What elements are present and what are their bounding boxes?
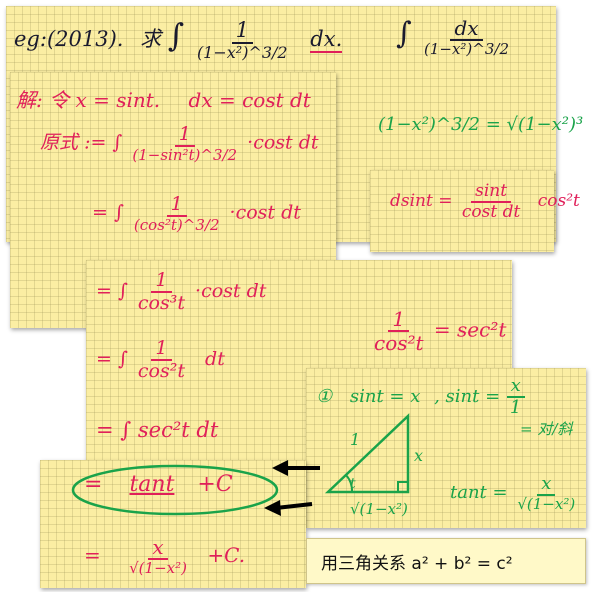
top-right-fraction: dx (1−x²)^3/2 [420, 17, 513, 58]
ratio-note: = 对/斜 [520, 420, 573, 438]
eq4-fraction: 1 cos²t [134, 338, 189, 382]
caption-text: 用三角关系 a² + b² = c² [321, 553, 513, 574]
eq1-num: 1 [174, 124, 195, 147]
note-triangle: ① sint = x , sint = x 1 1 x t √(1−x²) = … [306, 368, 586, 528]
equation-6: = tant +C [84, 472, 233, 497]
equation-2: = ∫ 1 (cos²t)^3/2 ·cost dt [92, 194, 301, 233]
integral-sign: ∫ [396, 16, 412, 51]
equation-4: = ∫ 1 cos²t dt [96, 338, 225, 382]
sec-identity: 1 cos²t = sec²t [370, 308, 506, 354]
example-dx: dx. [310, 27, 343, 53]
tan-lead: tant = [450, 482, 508, 504]
eq1-fraction: 1 (1−sin²t)^3/2 [128, 124, 241, 163]
sec-rhs: = sec²t [433, 317, 507, 342]
note-dsint: dsint = sint cost dt cos²t [370, 170, 580, 252]
eq7-lead: = [84, 542, 101, 567]
eq2-fraction: 1 (cos²t)^3/2 [130, 194, 224, 233]
triangle-header: ① sint = x , sint = x 1 [316, 376, 525, 418]
sint-fraction: x 1 [506, 376, 525, 418]
eq3-num: 1 [151, 270, 172, 293]
angle-label: t [350, 476, 356, 492]
dsint-fraction: sint cost dt [458, 182, 524, 221]
dsint-num: sint [471, 182, 512, 203]
tan-fraction: x √(1−x²) [513, 474, 579, 512]
tan-line: tant = x √(1−x²) [450, 474, 579, 512]
dsint-tail: cos²t [537, 191, 580, 212]
eq3-lead: = ∫ [96, 279, 128, 302]
eq2-lead: = ∫ [92, 201, 124, 224]
note-result: = tant +C = x √(1−x²) +C. [40, 460, 306, 588]
substitution-line: 解: 令 x = sint. dx = cost dt [16, 84, 311, 113]
example-num: 1 [231, 19, 253, 45]
eq7-den: √(1−x²) [129, 559, 187, 577]
top-right-num: dx [450, 17, 483, 42]
eq7-fraction: x √(1−x²) [125, 536, 191, 577]
sec-fraction: 1 cos²t [370, 308, 428, 354]
eq2-tail: ·cost dt [229, 201, 301, 224]
dsint-line: dsint = sint cost dt cos²t [390, 182, 580, 221]
side-hyp-label: 1 [350, 430, 361, 449]
arrow-left-lower [264, 500, 313, 516]
eq4-tail: dt [205, 347, 225, 370]
arrow-left-upper [272, 460, 320, 476]
caption-box: 用三角关系 a² + b² = c² [306, 538, 586, 584]
eq6-main: tant [129, 472, 175, 497]
example-den: (1−x²)^3/2 [196, 43, 288, 63]
sec-den: cos²t [374, 331, 424, 355]
equation-7: = x √(1−x²) +C. [84, 536, 245, 577]
dsint-lead: dsint = [390, 191, 453, 212]
right-triangle [324, 413, 410, 494]
equation-5: = ∫ sec²t dt [96, 418, 219, 442]
top-right-integral: ∫ dx (1−x²)^3/2 [396, 16, 513, 58]
eq3-den: cos³t [137, 291, 185, 314]
identity-line: (1−x²)^3/2 = √(1−x²)³ [378, 114, 583, 135]
eq3-fraction: 1 cos³t [134, 270, 189, 314]
top-right-den: (1−x²)^3/2 [424, 40, 509, 59]
identity-left: (1−x²)^3/2 = [378, 114, 501, 135]
eq4-den: cos²t [137, 359, 185, 382]
tan-num: x [537, 474, 556, 496]
example-ask: 求 [140, 27, 162, 51]
eq7-num: x [148, 536, 168, 560]
eq3-tail: ·cost dt [195, 279, 267, 302]
side-opp-label: x [414, 446, 424, 465]
original-label: 原式 [40, 131, 79, 154]
side-adj-label: √(1−x²) [350, 500, 408, 518]
eq2-den: (cos²t)^3/2 [133, 215, 220, 234]
eq1-den: (1−sin²t)^3/2 [132, 145, 238, 164]
identity-right: √(1−x²)³ [506, 114, 584, 135]
eq1-tail: ·cost dt [247, 131, 319, 154]
eq4-num: 1 [151, 338, 172, 361]
equation-3: = ∫ 1 cos³t ·cost dt [96, 270, 266, 314]
equation-1: 原式 := ∫ 1 (1−sin²t)^3/2 ·cost dt [40, 124, 319, 163]
solution-label: 解: [16, 88, 43, 112]
sec-num: 1 [388, 308, 410, 332]
sint-frac-lead: , sint = [434, 385, 501, 407]
eq2-num: 1 [166, 194, 187, 217]
example-line: eg:(2013). 求 ∫ 1 (1−x²)^3/2 dx. [14, 18, 343, 62]
step-marker: ① [316, 385, 333, 407]
eq7-tail: +C. [207, 542, 246, 567]
sint-frac-den: 1 [509, 396, 522, 418]
sint-eq: sint = x [349, 385, 421, 407]
dx-substitution: dx = cost dt [188, 88, 311, 112]
eq1-lead: := ∫ [84, 131, 123, 154]
example-tag: eg:(2013). [14, 27, 124, 51]
substitution-text: 令 x = sint. [49, 88, 161, 112]
eq4-lead: = ∫ [96, 347, 128, 370]
tan-den: √(1−x²) [517, 494, 576, 513]
result-highlight-ellipse [71, 464, 279, 516]
eq6-tail: +C [197, 472, 233, 497]
example-fraction: 1 (1−x²)^3/2 [193, 19, 292, 62]
integral-sign: ∫ [167, 18, 185, 54]
sint-frac-num: x [506, 376, 525, 398]
dsint-den: cost dt [461, 201, 521, 222]
